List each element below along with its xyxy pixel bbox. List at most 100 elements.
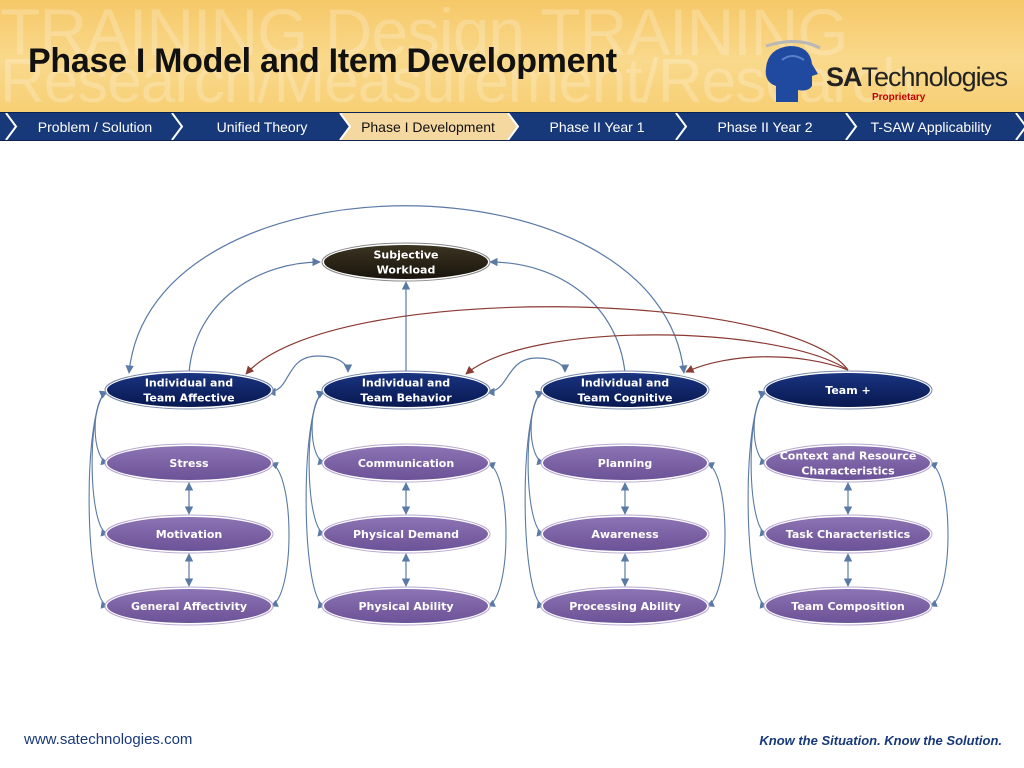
- bracket-g1-head-item2: [305, 390, 326, 609]
- node-group-2-item-0: Planning: [540, 443, 710, 483]
- bracket-g3-head-item0: [753, 391, 768, 466]
- team-arrow-to-behavior: [465, 334, 849, 375]
- arc-affective-to-cognitive: [125, 205, 688, 374]
- node-subjective-workload-label-1: Workload: [377, 264, 436, 277]
- proprietary-label: Proprietary: [872, 92, 926, 103]
- nav-tab-problem-solution[interactable]: Problem / Solution: [37, 119, 153, 135]
- nav-active-highlight: [340, 113, 518, 140]
- bracket-g2-head-item0: [530, 391, 545, 466]
- watermark-line-2: Research/Measurement/Research: [0, 47, 916, 112]
- node-group-1-item-1: Physical Demand: [321, 514, 491, 554]
- bracket-g1-item0-item2: [487, 462, 507, 607]
- node-group-1-item-2-label-0: Physical Ability: [358, 600, 453, 613]
- link-affective-behavior: [267, 355, 353, 397]
- page-title: Phase I Model and Item Development: [28, 42, 617, 80]
- node-group-head-3: Team +: [763, 370, 933, 410]
- nav-chevron-4: [675, 113, 688, 140]
- team-arrow-to-affective: [245, 306, 849, 375]
- bracket-g3-item0-item2: [929, 462, 949, 607]
- nav-tab-phase-2-year-1[interactable]: Phase II Year 1: [549, 119, 645, 135]
- nav-chevron-separators: [5, 113, 1024, 140]
- node-group-2-item-2-shape: [543, 589, 707, 623]
- node-group-2-item-0-shape: [543, 446, 707, 480]
- node-group-3-item-1-label-0: Task Characteristics: [786, 528, 911, 541]
- node-group-3-item-1-shape: [766, 517, 930, 551]
- node-group-3-item-2-shape: [766, 589, 930, 623]
- team-arrow-to-cognitive: [685, 356, 849, 373]
- node-group-head-2-label-0: Individual and: [581, 377, 669, 390]
- node-group-0-item-0-shape: [107, 446, 271, 480]
- section-nav-bar: Problem / Solution Unified Theory Phase …: [0, 112, 1024, 141]
- logo-wordmark: SATechnologies: [826, 62, 1009, 93]
- bracket-g2-head-item2: [524, 390, 545, 609]
- node-group-head-0-shape: [107, 373, 271, 407]
- node-group-0-item-1-label-0: Motivation: [156, 528, 223, 541]
- arc-cognitive-to-workload: [489, 257, 626, 374]
- bracket-g2-item0-item2: [706, 462, 726, 607]
- node-group-head-1-shape: [324, 373, 488, 407]
- node-group-1-item-0-label-0: Communication: [358, 457, 454, 470]
- node-group-head-1-label-1: Team Behavior: [360, 392, 452, 405]
- node-group-3-item-2: Team Composition: [763, 586, 933, 626]
- node-group-3-item-2-label-0: Team Composition: [791, 600, 904, 613]
- logo-brand-bold: SA: [826, 62, 863, 92]
- company-logo: SATechnologies Proprietary: [758, 40, 1008, 106]
- node-group-0-item-1: Motivation: [104, 514, 274, 554]
- node-group-head-2-shape: [543, 373, 707, 407]
- footer-website[interactable]: www.satechnologies.com: [24, 731, 193, 748]
- connector-arrows: [88, 205, 949, 609]
- node-group-1-item-2-shape: [324, 589, 488, 623]
- nav-tab-phase-2-year-2[interactable]: Phase II Year 2: [717, 119, 813, 135]
- nav-chevron-6: [1015, 113, 1024, 140]
- link-behavior-cognitive: [486, 357, 570, 397]
- node-group-0-item-2: General Affectivity: [104, 586, 274, 626]
- nav-tab-tsaw-applicability[interactable]: T-SAW Applicability: [870, 119, 992, 135]
- node-group-2-item-0-label-0: Planning: [598, 457, 652, 470]
- node-group-0-item-0-label-0: Stress: [169, 457, 209, 470]
- node-group-3-item-0-label-1: Characteristics: [801, 465, 895, 478]
- nav-chevron-3: [507, 113, 520, 140]
- node-group-0-item-0: Stress: [104, 443, 274, 483]
- arc-affective-to-workload: [188, 257, 321, 374]
- node-group-head-0-label-0: Individual and: [145, 377, 233, 390]
- node-group-head-1-label-0: Individual and: [362, 377, 450, 390]
- bracket-g3-head-item2: [747, 390, 768, 609]
- footer-tagline: Know the Situation. Know the Solution.: [759, 733, 1002, 748]
- node-group-0-item-2-shape: [107, 589, 271, 623]
- node-group-2-item-2: Processing Ability: [540, 586, 710, 626]
- nav-chevron-1: [171, 113, 184, 140]
- head-profile-icon: [765, 40, 821, 102]
- node-group-2-item-2-label-0: Processing Ability: [569, 600, 681, 613]
- nav-tab-unified-theory[interactable]: Unified Theory: [216, 119, 308, 135]
- node-group-1-item-0-shape: [324, 446, 488, 480]
- node-group-3-item-0-shape: [766, 446, 930, 480]
- node-group-0-item-1-shape: [107, 517, 271, 551]
- node-group-head-3-shape: [766, 373, 930, 407]
- node-group-1-item-2: Physical Ability: [321, 586, 491, 626]
- bracket-g1-head-item0: [311, 391, 326, 466]
- watermark-line-1: TRAINING Design TRAINING: [0, 0, 849, 69]
- node-subjective-workload-shape: [324, 245, 488, 279]
- nav-chevron-2: [339, 113, 352, 140]
- node-subjective-workload-label-0: Subjective: [373, 249, 438, 262]
- node-group-1-item-1-label-0: Physical Demand: [353, 528, 459, 541]
- node-group-0-item-2-label-0: General Affectivity: [131, 600, 247, 613]
- logo-brand-rest: Technologies: [861, 62, 1009, 92]
- node-group-2-item-1-label-0: Awareness: [591, 528, 659, 541]
- node-group-head-3-label-0: Team +: [825, 384, 870, 397]
- nav-chevron-0: [5, 113, 18, 140]
- node-group-2-item-1: Awareness: [540, 514, 710, 554]
- header-banner: TRAINING Design TRAINING Research/Measur…: [0, 0, 1024, 112]
- nav-tab-phase-1-development[interactable]: Phase I Development: [361, 119, 495, 135]
- node-group-3-item-1: Task Characteristics: [763, 514, 933, 554]
- node-group-head-2-label-1: Team Cognitive: [578, 392, 673, 405]
- node-group-head-0-label-1: Team Affective: [143, 392, 234, 405]
- bracket-g0-head-item0: [94, 391, 109, 466]
